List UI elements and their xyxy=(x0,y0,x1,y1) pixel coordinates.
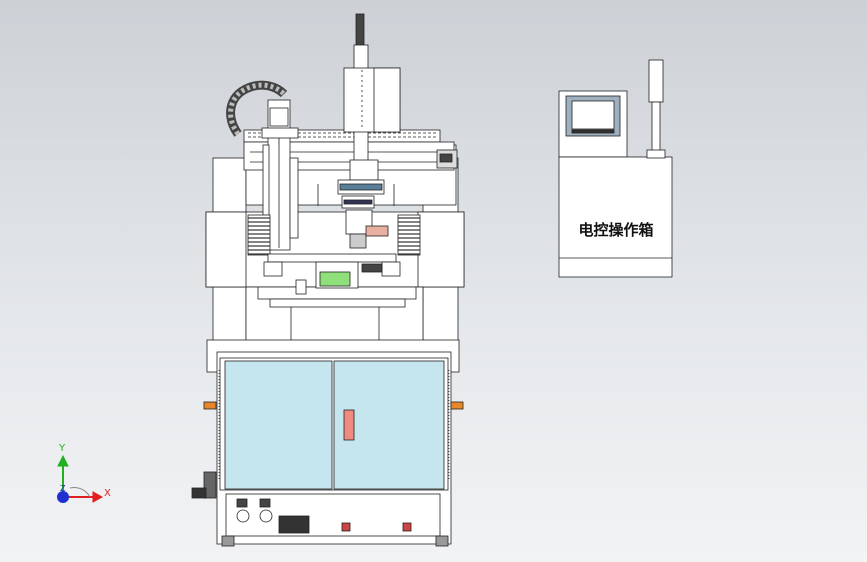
control-box-label: 电控操作箱 xyxy=(578,221,654,239)
left-z-column xyxy=(247,99,421,256)
triad-x-label: X xyxy=(104,488,111,499)
axis-triad xyxy=(57,454,104,503)
triad-z-label: Z xyxy=(60,484,66,493)
work-table xyxy=(263,253,401,295)
center-z-column xyxy=(317,13,401,249)
control-box xyxy=(558,59,673,278)
triad-y-label: Y xyxy=(59,443,66,454)
lower-cabinet xyxy=(191,339,464,547)
cable-chain xyxy=(226,80,288,137)
upper-frame xyxy=(205,129,465,372)
